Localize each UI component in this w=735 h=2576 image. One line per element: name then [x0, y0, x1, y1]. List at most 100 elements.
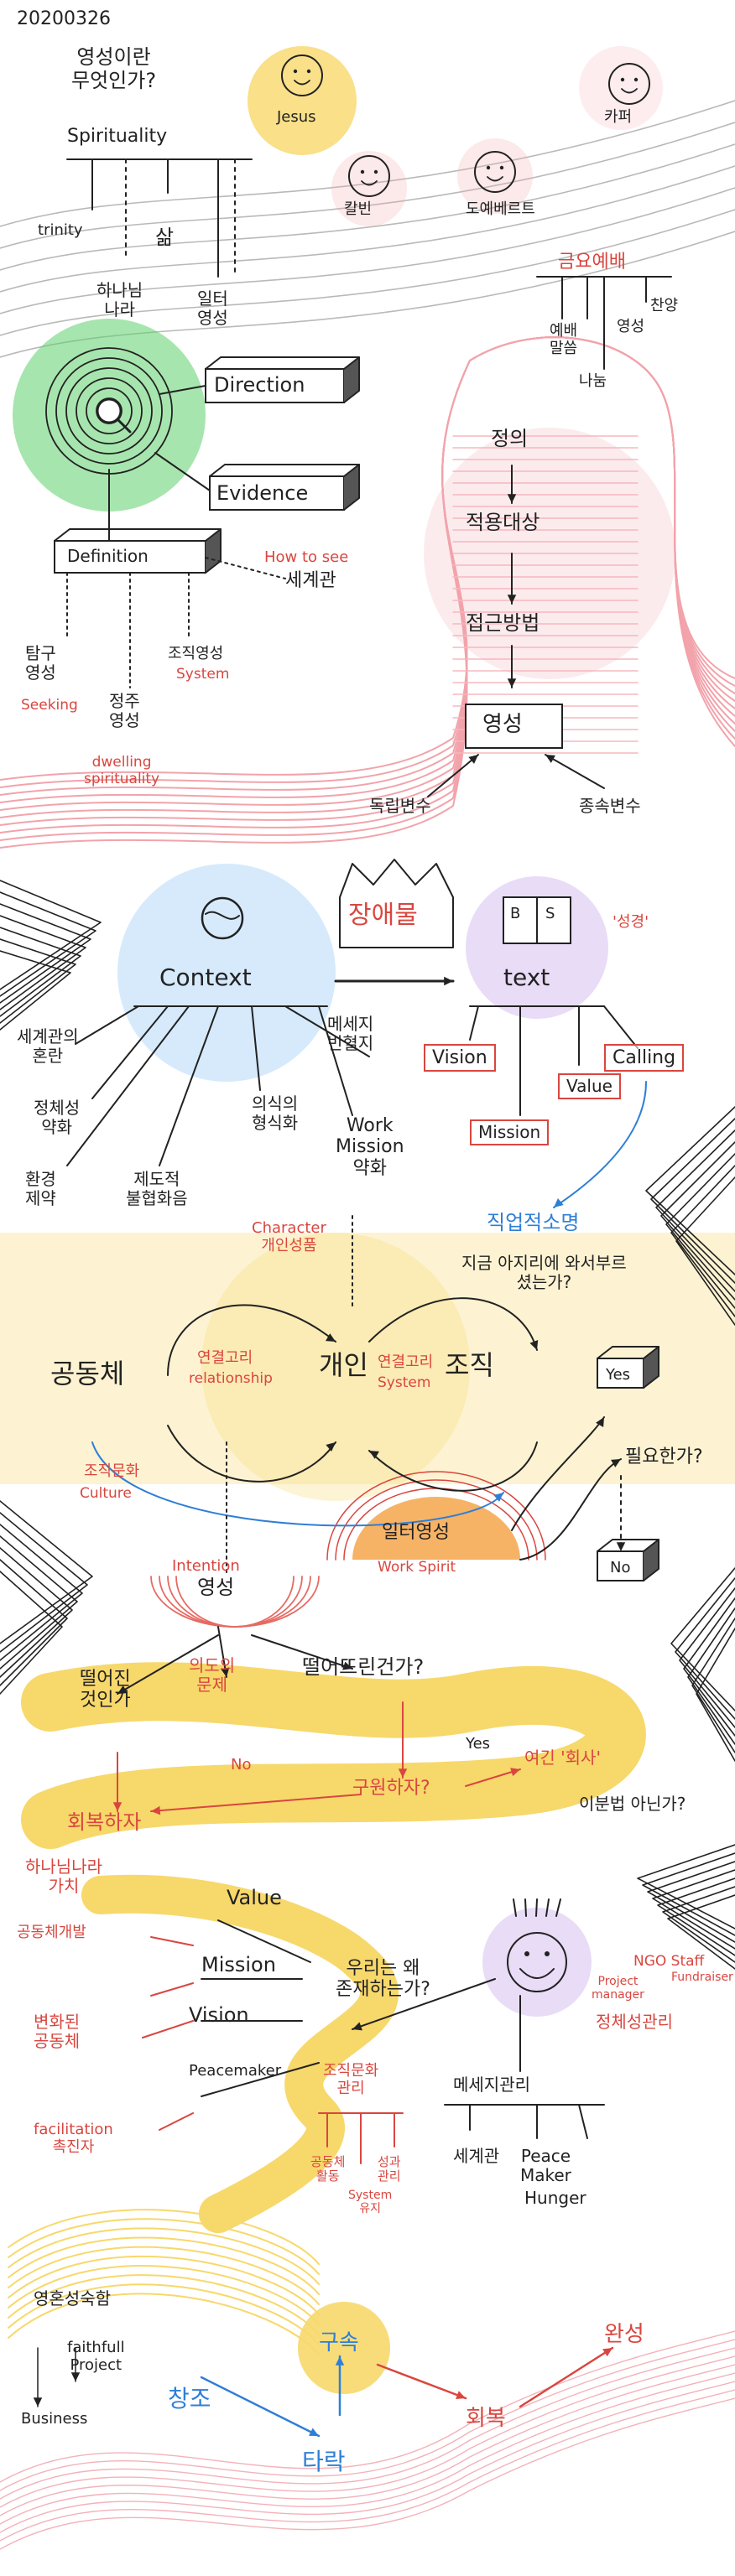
worldview-label-2: 세계관: [453, 2146, 500, 2166]
arrow-head: [545, 755, 555, 763]
system-sustain-label: System 유지: [348, 2189, 393, 2216]
fall-label: 타락: [302, 2448, 346, 2475]
faithfull-project-label: faithfull Project: [67, 2339, 125, 2374]
no-box-label: No: [610, 1559, 631, 1576]
concentric-ring: [55, 357, 163, 465]
to-need-line: [519, 1458, 622, 1561]
zigzag-left-upper: [0, 903, 91, 1004]
context-branch-identity: 정체성 약화: [34, 1098, 81, 1137]
arrow-head: [112, 1802, 122, 1811]
business-wave: [8, 2283, 320, 2345]
seeking-branch: 탐구 영성: [25, 643, 56, 683]
message-manage-label: 메세지관리: [453, 2075, 530, 2095]
connector-line: [154, 452, 211, 491]
text-box-mission: Mission: [470, 1119, 550, 1145]
context-branch: [75, 1005, 139, 1045]
face-eye: [360, 169, 365, 174]
text-bubble: [466, 876, 608, 1019]
save-to-restore: [150, 1794, 362, 1812]
vocation-curve: [553, 1081, 647, 1208]
growth-manage-label: 성과 관리: [378, 2154, 401, 2184]
zigzag-right-lower: [675, 1577, 735, 1720]
context-branch-environment: 환경 제약: [25, 1169, 56, 1208]
zigzag-right-upper: [670, 1165, 735, 1317]
obstacle-label: 장애물: [348, 901, 418, 930]
arrow-head: [468, 755, 478, 764]
jesus-face-icon: [281, 55, 323, 96]
face-eye: [293, 69, 298, 74]
zigzag-right-bottom: [647, 1861, 735, 1943]
arrow-head: [326, 1333, 336, 1342]
fallen-question: 떨어진 것인가: [80, 1669, 131, 1711]
text-label: text: [503, 963, 550, 991]
arrow-head: [507, 494, 517, 503]
business-wave: [8, 2236, 320, 2295]
zigzag-right-upper: [650, 1118, 735, 1284]
to-yes-line: [511, 1416, 605, 1531]
arrow-head: [117, 1685, 128, 1694]
sunrise-ring: [326, 1471, 546, 1561]
jesus-label: Jesus: [277, 108, 316, 126]
smiley-face-icon: [507, 1932, 567, 1992]
character-label: Character 개인성품: [252, 1219, 326, 1254]
save-question: 구원하자?: [352, 1778, 430, 1799]
calvin-face-icon: [348, 155, 390, 197]
context-branch: [159, 1005, 219, 1166]
seeking-en-label: Seeking: [21, 697, 78, 714]
transformed-community-label: 변화된 공동체: [34, 2012, 81, 2051]
value-label: Value: [227, 1886, 282, 1909]
context-branch-worldview: 세계관의 혼란: [17, 1026, 79, 1066]
bottom-wave: [0, 2397, 735, 2550]
dwelling-branch: 정주 영성: [109, 691, 140, 730]
face-eye: [620, 77, 625, 82]
definition-box-side: [205, 528, 222, 574]
smiley-ray: [513, 1898, 517, 1917]
zigzag-right-lower: [679, 1587, 735, 1728]
face-eye: [306, 69, 311, 74]
community-label: 공동체: [50, 1358, 125, 1389]
branch-life: 삶: [155, 226, 175, 249]
zigzag-left-lower: [0, 1559, 68, 1686]
background-wave: [0, 143, 735, 271]
kuyper-label: 카퍼: [604, 108, 633, 126]
face-mouth: [294, 80, 310, 86]
independent-var-label: 독립변수: [369, 796, 431, 816]
zigzag-right-upper: [675, 1176, 735, 1326]
smiley-ray: [535, 1898, 538, 1917]
dependent-arrow: [545, 754, 605, 789]
culture-manage-label: 조직문화 관리: [323, 2062, 379, 2097]
context-label: Context: [159, 963, 252, 991]
completion-label: 완성: [604, 2322, 644, 2347]
vocation-label: 직업적소명: [487, 1211, 580, 1234]
connector-line: [217, 1919, 311, 1963]
face-eye: [499, 165, 504, 170]
dooyeweerd-label: 도예베르트: [466, 200, 535, 218]
arrow-head: [309, 2428, 319, 2436]
magnifier-handle: [116, 418, 132, 434]
facilitation-label: facilitation 촉진자: [34, 2121, 113, 2156]
background-wave: [0, 187, 735, 314]
redemption-to-restoration: [376, 2363, 467, 2400]
zigzag-right-bottom: [652, 1869, 735, 1950]
spirituality-box: [465, 704, 563, 749]
worship-branch-sermon: 예배 말씀: [550, 322, 578, 357]
face-eye: [633, 77, 639, 82]
connector-line: [469, 1005, 479, 1041]
smiley-mouth: [519, 1968, 555, 1979]
arrow-head: [611, 1459, 621, 1467]
no-box-top: [597, 1539, 659, 1552]
flow-step-approach: 접근방법: [466, 611, 540, 635]
arrow-head: [456, 2391, 466, 2400]
book-letter-b: B: [510, 905, 521, 922]
business-wave: [8, 2218, 320, 2275]
magnifier-lens: [96, 397, 122, 424]
why-exist-question: 우리는 왜 존재하는가?: [336, 1958, 430, 2001]
zigzag-right-bottom: [642, 1852, 735, 1936]
arrow-head: [342, 1661, 352, 1670]
flow-step-target: 적용대상: [466, 511, 540, 534]
face-eye: [373, 169, 378, 174]
zigzag-left-lower: [0, 1535, 78, 1670]
no-label-2: No: [231, 1756, 252, 1774]
smiley-to-why: [352, 1978, 496, 2030]
arrow-head: [510, 1768, 520, 1777]
